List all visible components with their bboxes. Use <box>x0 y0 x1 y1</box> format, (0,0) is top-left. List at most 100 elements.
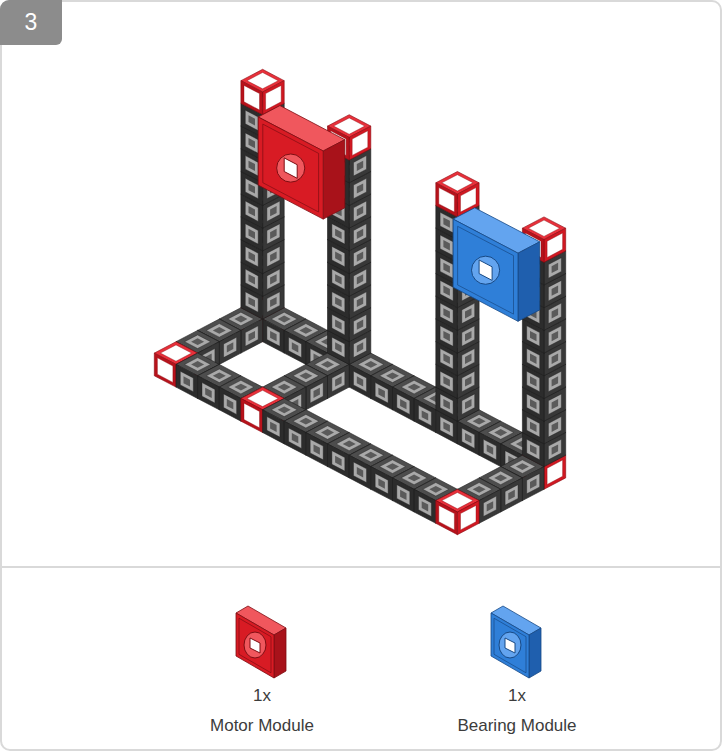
cube-opening <box>245 224 258 244</box>
cube-face <box>154 353 176 387</box>
cube-opening <box>357 252 363 262</box>
cube-opening <box>462 326 475 347</box>
cube-opening <box>408 384 421 391</box>
cube-opening <box>548 394 561 415</box>
cube-opening <box>552 331 559 341</box>
module-face <box>258 117 323 219</box>
cube-opening <box>354 201 367 221</box>
cube-opening <box>224 337 237 357</box>
cube-face <box>544 228 566 262</box>
cube-opening <box>278 406 291 413</box>
cube-face <box>457 501 479 535</box>
cube-face <box>414 489 436 523</box>
cube-face <box>349 364 371 398</box>
cube-opening <box>270 422 277 432</box>
cube-opening <box>314 444 320 454</box>
cube-opening <box>483 496 496 516</box>
cube-opening <box>462 394 475 415</box>
cube-opening <box>439 188 455 213</box>
cube-opening <box>473 486 486 493</box>
cube-opening <box>299 372 312 379</box>
cube-opening <box>422 410 429 420</box>
cube-opening <box>494 429 507 436</box>
module-hub <box>471 256 499 284</box>
cube-face <box>241 399 263 433</box>
cube-opening <box>443 308 450 318</box>
cube-opening <box>440 235 453 256</box>
cube-opening <box>548 439 561 460</box>
cube-opening <box>234 316 247 323</box>
cube-opening <box>245 292 258 312</box>
cube-opening <box>335 320 342 330</box>
cube-opening <box>335 252 342 262</box>
cube-opening <box>310 383 323 403</box>
cube-opening <box>245 133 258 153</box>
cube-opening <box>552 263 559 273</box>
cube-opening <box>408 475 421 482</box>
cube-opening <box>378 388 385 398</box>
cube-opening <box>358 358 384 372</box>
cube-opening <box>465 433 472 443</box>
cube-opening <box>335 456 342 466</box>
cube-opening <box>289 428 302 448</box>
cube-opening <box>548 349 561 370</box>
cube-face <box>457 421 479 455</box>
part-name: Motor Module <box>142 716 382 736</box>
cube-opening <box>357 206 363 216</box>
cube-face <box>371 467 393 501</box>
panel-divider <box>1 566 721 568</box>
cube-opening <box>401 471 427 485</box>
cube-opening <box>552 422 559 432</box>
module-shaft <box>479 260 492 280</box>
module-shaft <box>284 158 297 178</box>
cube-opening <box>332 371 345 392</box>
cube-opening <box>270 331 277 341</box>
motor-module <box>258 106 345 220</box>
cube-opening <box>267 326 280 347</box>
cube-opening <box>357 376 363 386</box>
cube-opening <box>530 376 537 386</box>
cube-opening <box>364 452 377 459</box>
cube-opening <box>419 405 432 425</box>
cube-opening <box>552 354 559 364</box>
cube-opening <box>552 286 559 296</box>
cube-opening <box>440 371 453 392</box>
cube-opening <box>354 156 367 176</box>
cube-opening <box>527 394 540 415</box>
cube-opening <box>473 418 486 425</box>
cube-opening <box>354 462 367 483</box>
cube-opening <box>354 337 367 357</box>
cube-opening <box>530 479 537 489</box>
cube-opening <box>271 312 297 326</box>
cube-opening <box>357 183 363 193</box>
cube-opening <box>245 326 258 347</box>
cube-face <box>176 364 198 398</box>
cube-opening <box>483 439 496 460</box>
module-rim <box>494 618 526 673</box>
cube-opening <box>465 354 472 364</box>
cube-opening <box>270 229 277 239</box>
cube-opening <box>443 422 450 432</box>
module-shaft <box>505 638 515 653</box>
cube-opening <box>378 479 385 489</box>
cube-face <box>522 467 544 501</box>
cube-opening <box>206 324 232 338</box>
cube-opening <box>249 183 256 193</box>
cube-opening <box>213 372 226 379</box>
cube-face <box>263 319 285 353</box>
cube-opening <box>184 376 191 386</box>
cube-opening <box>527 473 540 493</box>
cube-opening <box>357 467 363 477</box>
cube-opening <box>440 280 453 301</box>
cube-opening <box>548 417 561 438</box>
part-name: Motor Module <box>210 716 314 735</box>
step-badge: 3 <box>0 0 62 45</box>
cube-opening <box>245 269 258 289</box>
cube-opening <box>443 286 450 296</box>
cube-opening <box>354 269 367 289</box>
cube-opening <box>354 224 367 244</box>
cube-opening <box>234 384 247 391</box>
cube-opening <box>505 485 518 506</box>
cube-opening <box>397 485 410 506</box>
part-quantity: 1x <box>253 686 271 705</box>
